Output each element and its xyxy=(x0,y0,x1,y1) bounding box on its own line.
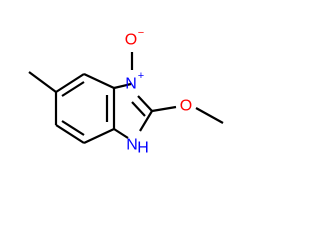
oxide-oxygen: O − xyxy=(125,27,144,49)
bond-n3-c2-double xyxy=(131,101,146,117)
methoxy-o-label: O xyxy=(180,98,192,115)
nh-n-label: N xyxy=(126,137,138,154)
oxide-charge: − xyxy=(138,27,144,39)
nh-group: N H xyxy=(126,137,149,157)
bond-c7-c7a xyxy=(83,128,115,144)
n-oxide-n-label: N xyxy=(125,76,137,93)
atom-labels: N + O − N H O xyxy=(125,27,192,157)
oxide-o-label: O xyxy=(125,32,137,49)
bond-methoxy-o-ch3 xyxy=(195,107,224,124)
n-oxide-charge: + xyxy=(138,70,144,82)
bond-n3-c2 xyxy=(137,95,153,112)
bond-c3a-n3 xyxy=(113,82,132,90)
bond-c2-methoxy-o xyxy=(151,105,177,113)
bond-c2-n1 xyxy=(139,110,153,132)
bond-c3a-c4 xyxy=(83,73,115,89)
bonds xyxy=(28,52,224,144)
chemical-structure: N + O − N H O xyxy=(28,27,224,157)
nh-h-label: H xyxy=(137,140,149,157)
bond-c6-c7-inner xyxy=(61,120,85,136)
n-oxide-nitrogen: N + xyxy=(125,70,144,93)
bond-c4-c5-inner xyxy=(61,81,85,97)
bond-c4-c5 xyxy=(55,73,85,93)
bond-c5-methyl xyxy=(28,71,57,93)
bond-n1-c7a xyxy=(113,128,129,139)
bond-c6-c7 xyxy=(55,124,85,144)
